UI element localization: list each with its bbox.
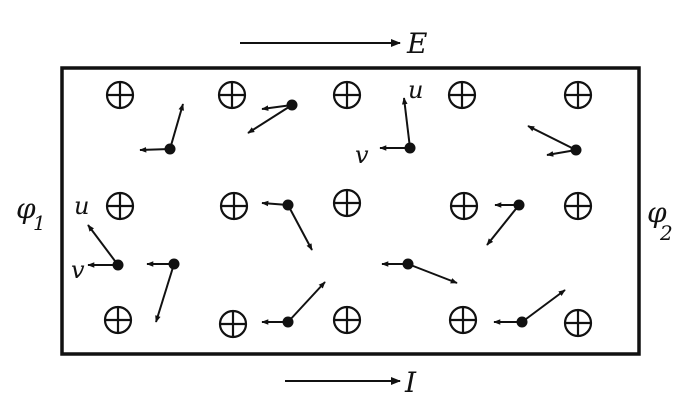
electron (261, 281, 326, 328)
velocity-arrow (527, 125, 577, 151)
ion-icon (332, 80, 362, 110)
velocity-arrow (401, 97, 411, 149)
electron-dot (282, 199, 294, 211)
velocity-arrow (486, 204, 520, 246)
electron (139, 103, 184, 155)
electron-dot (112, 259, 124, 271)
ion-icon (105, 80, 135, 110)
ion-icon (103, 305, 133, 335)
velocity-arrow (287, 204, 313, 251)
electron-group (87, 97, 582, 328)
svg-text:φ: φ (16, 192, 36, 225)
velocity-v-label: v (355, 141, 369, 169)
velocity-arrow (247, 104, 293, 134)
ion-icon (563, 80, 593, 110)
ion-icon (217, 80, 247, 110)
ion-icon (332, 188, 362, 218)
electron-dot (402, 258, 414, 270)
electron-dot (164, 143, 176, 155)
ion-icon (105, 191, 135, 221)
electron-dot (516, 316, 528, 328)
electron (247, 99, 298, 134)
electron-dot (404, 142, 416, 154)
velocity-arrow (169, 103, 184, 150)
electron-dot (282, 316, 294, 328)
current-label: I (404, 366, 417, 399)
electron-dot (168, 258, 180, 270)
electron (379, 97, 416, 154)
electron-dot (570, 144, 582, 156)
electron (261, 199, 313, 251)
ion-icon (447, 80, 477, 110)
potential-right-label: φ 2 (647, 196, 673, 245)
electron (146, 258, 180, 323)
velocity-u-label: u (74, 192, 89, 220)
ion-icon (449, 191, 479, 221)
ion-icon (332, 305, 362, 335)
velocity-arrow (87, 224, 119, 266)
ion-icon (563, 308, 593, 338)
electron-dot (286, 99, 298, 111)
svg-text:2: 2 (659, 221, 673, 245)
electron-dot (513, 199, 525, 211)
ion-icon (218, 309, 248, 339)
electron (527, 125, 582, 157)
velocity-arrow (287, 281, 326, 323)
ion-icon (448, 305, 478, 335)
velocity-arrow (521, 289, 566, 323)
conductor-box (60, 66, 641, 356)
potential-left-label: φ 1 (16, 192, 46, 235)
svg-text:1: 1 (33, 211, 46, 235)
electron (493, 289, 566, 328)
electron (486, 199, 525, 246)
ion-icon (219, 191, 249, 221)
ion-lattice (103, 80, 593, 339)
svg-text:φ: φ (647, 196, 667, 229)
velocity-u-label: u (408, 76, 423, 104)
velocity-arrow (155, 263, 175, 323)
velocity-arrow (407, 263, 458, 284)
ion-icon (563, 191, 593, 221)
electron (381, 258, 458, 284)
field-label: E (406, 27, 427, 60)
electron (87, 224, 124, 271)
velocity-v-label: v (71, 256, 85, 284)
